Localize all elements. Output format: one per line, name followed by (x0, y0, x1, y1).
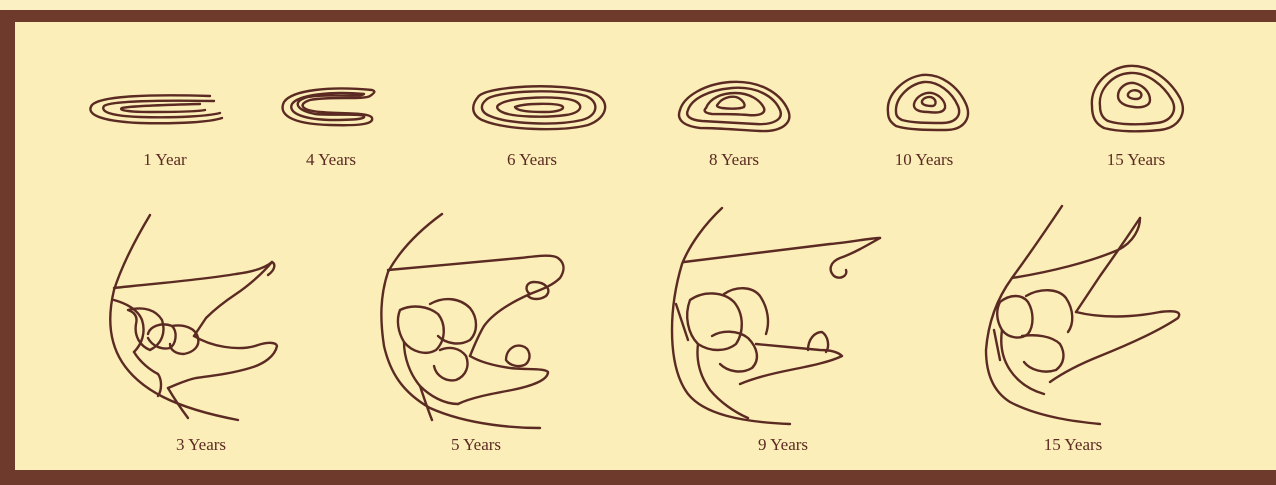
cross-section-10-years (888, 75, 968, 130)
jaw-9-years (672, 208, 880, 424)
cross-section-6-years (473, 86, 605, 129)
cross-section-4-years (283, 89, 375, 126)
label-cross-section-15-years: 15 Years (1107, 150, 1166, 170)
cross-section-8-years (679, 82, 789, 131)
label-cross-section-6-years: 6 Years (507, 150, 557, 170)
label-jaw-5-years: 5 Years (451, 435, 501, 455)
jaw-15-years (986, 206, 1179, 424)
label-cross-section-4-years: 4 Years (306, 150, 356, 170)
cross-section-1-year (90, 95, 222, 123)
label-cross-section-1-year: 1 Year (143, 150, 186, 170)
label-cross-section-10-years: 10 Years (895, 150, 954, 170)
label-jaw-15-years: 15 Years (1044, 435, 1103, 455)
jaw-3-years (110, 215, 277, 420)
label-jaw-3-years: 3 Years (176, 435, 226, 455)
label-jaw-9-years: 9 Years (758, 435, 808, 455)
cross-section-15-years (1092, 66, 1183, 131)
label-cross-section-8-years: 8 Years (709, 150, 759, 170)
jaw-5-years (381, 214, 563, 428)
